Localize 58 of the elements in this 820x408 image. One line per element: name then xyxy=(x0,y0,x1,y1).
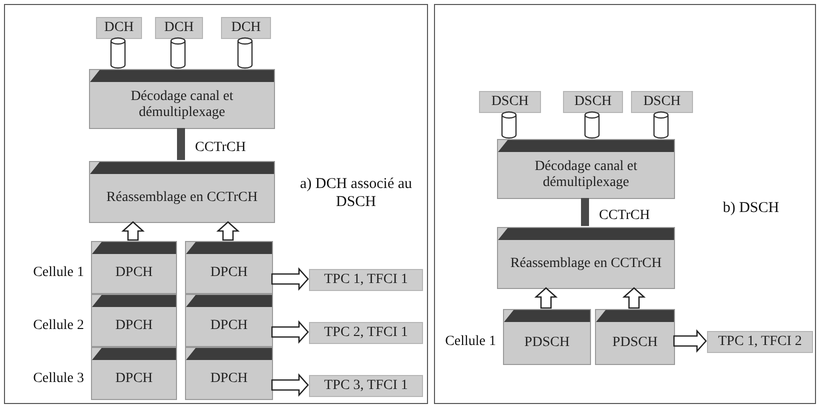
channel-tag: DCH xyxy=(155,17,203,39)
panel-caption: b) DSCH xyxy=(722,199,780,217)
process-block xyxy=(185,347,273,400)
channel-tag: DSCH xyxy=(479,91,541,113)
pipe-connector xyxy=(110,37,126,69)
block-label: Réassemblage en CCTrCH xyxy=(105,188,259,207)
process-block xyxy=(497,139,675,199)
cell-label: Cellule 3 xyxy=(33,370,84,386)
pipe-connector xyxy=(584,111,600,139)
block-arrow xyxy=(216,221,240,241)
block-label: DPCH xyxy=(209,264,249,282)
process-block xyxy=(503,309,591,365)
channel-tag: DSCH xyxy=(631,91,693,113)
connector-bar xyxy=(177,128,185,160)
channel-tag: TPC 3, TFCI 1 xyxy=(309,375,423,397)
block-label: DPCH xyxy=(114,264,154,282)
process-block xyxy=(185,294,273,347)
process-block xyxy=(89,69,275,129)
channel-tag: TPC 1, TFCI 2 xyxy=(707,331,813,353)
channel-tag: TPC 2, TFCI 1 xyxy=(309,322,423,344)
connector-bar xyxy=(581,198,589,226)
pipe-connector xyxy=(170,37,186,69)
pipe-connector xyxy=(501,111,517,139)
block-label: Décodage canal et démultiplexage xyxy=(534,158,638,192)
pipe-connector xyxy=(237,37,253,69)
channel-tag: DSCH xyxy=(563,91,623,113)
pipe-connector xyxy=(653,111,669,139)
process-block xyxy=(497,227,675,289)
cell-label: Cellule 1 xyxy=(33,264,84,280)
panel-caption: a) DCH associé au DSCH xyxy=(298,175,414,211)
block-label: DPCH xyxy=(209,370,249,388)
panel-frame xyxy=(4,4,428,404)
block-arrow xyxy=(622,287,646,309)
block-arrow xyxy=(121,221,145,241)
channel-tag: DCH xyxy=(96,17,142,39)
block-label: Réassemblage en CCTrCH xyxy=(509,254,663,273)
block-label: DPCH xyxy=(209,317,249,336)
block-arrow xyxy=(673,329,707,353)
block-arrow xyxy=(271,267,309,291)
block-arrow xyxy=(271,373,309,397)
block-label: PDSCH xyxy=(611,334,659,352)
panel-frame xyxy=(434,4,816,404)
process-block xyxy=(595,309,675,365)
block-label: Décodage canal et démultiplexage xyxy=(130,88,234,122)
process-block xyxy=(89,161,275,223)
block-arrow xyxy=(271,320,309,344)
block-label: DPCH xyxy=(114,317,154,336)
block-arrow xyxy=(534,287,558,309)
process-block xyxy=(91,347,177,400)
block-label: DPCH xyxy=(114,370,154,388)
channel-tag: TPC 1, TFCI 1 xyxy=(309,269,423,291)
process-block xyxy=(91,241,177,294)
block-label: PDSCH xyxy=(523,334,571,352)
cell-label: Cellule 1 xyxy=(445,334,496,350)
process-block xyxy=(185,241,273,294)
channel-tag: DCH xyxy=(221,17,271,39)
process-block xyxy=(91,294,177,347)
cell-label: Cellule 2 xyxy=(33,318,84,334)
